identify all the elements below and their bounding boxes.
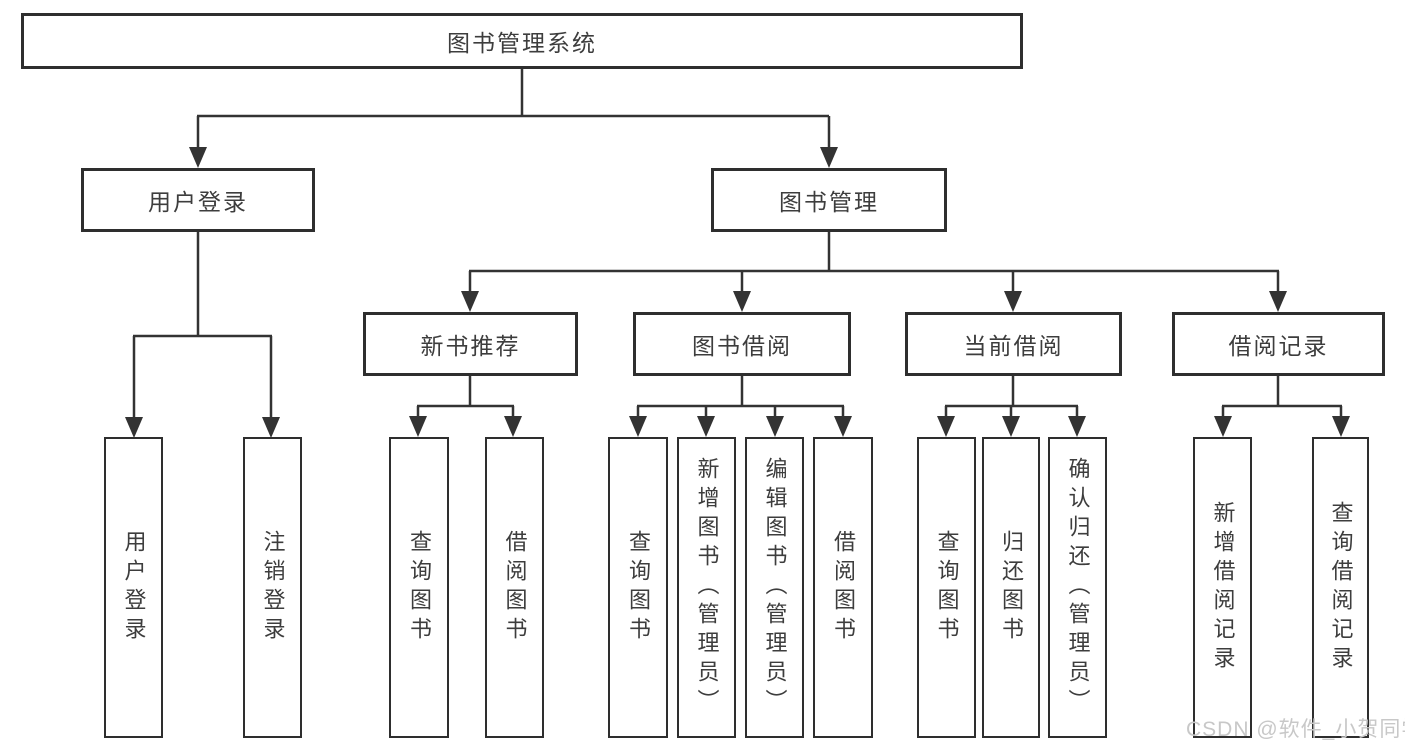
leaf-return-books: 归还图书: [982, 437, 1040, 738]
leaf-label: 查询借阅记录: [1328, 500, 1354, 675]
connector-borrowing-records-children: [1221, 376, 1343, 420]
node-label: 新书推荐: [420, 333, 521, 359]
leaf-query-borrow-record: 查询借阅记录: [1312, 437, 1369, 738]
node-user-login: 用户登录: [81, 168, 315, 232]
arrow-down-icon: [189, 147, 207, 168]
arrow-down-icon: [629, 416, 647, 437]
leaf-label: 编辑图书（管理员）: [762, 457, 788, 718]
connector-book-management-children: [468, 232, 1280, 294]
node-label: 借阅记录: [1228, 333, 1329, 359]
arrow-down-icon: [504, 416, 522, 437]
arrow-down-icon: [820, 147, 838, 168]
leaf-query-books-borrowing: 查询图书: [608, 437, 668, 738]
leaf-label: 新增借阅记录: [1210, 500, 1236, 675]
leaf-label: 新增图书（管理员）: [694, 457, 720, 718]
leaf-label: 借阅图书: [502, 529, 528, 646]
connector-current-borrowing-children: [944, 376, 1079, 420]
leaf-label: 查询图书: [934, 529, 960, 646]
leaf-label: 确认归还（管理员）: [1065, 457, 1091, 718]
leaf-edit-books-admin: 编辑图书（管理员）: [745, 437, 804, 738]
arrow-down-icon: [1002, 416, 1020, 437]
leaf-label: 归还图书: [999, 529, 1024, 646]
node-label: 图书管理系统: [447, 30, 597, 56]
arrow-down-icon: [733, 291, 751, 312]
arrow-down-icon: [937, 416, 955, 437]
leaf-add-borrow-record: 新增借阅记录: [1193, 437, 1252, 738]
connector-root-to-level2: [196, 69, 831, 150]
arrow-down-icon: [1004, 291, 1022, 312]
arrowhead-icons: [125, 147, 1350, 438]
leaf-borrow-books-borrowing: 借阅图书: [813, 437, 873, 738]
node-label: 用户登录: [148, 189, 248, 215]
leaf-query-books-recommend: 查询图书: [389, 437, 449, 738]
leaf-label: 查询图书: [407, 529, 432, 646]
leaf-add-books-admin: 新增图书（管理员）: [677, 437, 736, 738]
leaf-label: 借阅图书: [831, 529, 856, 646]
connector-book-borrowing-children: [636, 376, 845, 420]
node-borrowing-records: 借阅记录: [1172, 312, 1385, 376]
leaf-borrow-books-recommend: 借阅图书: [485, 437, 544, 738]
arrow-down-icon: [1068, 416, 1086, 437]
arrow-down-icon: [1332, 416, 1350, 437]
arrow-down-icon: [125, 417, 143, 438]
arrow-down-icon: [834, 416, 852, 437]
arrow-down-icon: [409, 416, 427, 437]
arrow-down-icon: [766, 416, 784, 437]
node-book-management: 图书管理: [711, 168, 947, 232]
arrow-down-icon: [1214, 416, 1232, 437]
leaf-label: 注销登录: [260, 529, 286, 646]
leaf-confirm-return-admin: 确认归还（管理员）: [1048, 437, 1107, 738]
node-label: 当前借阅: [963, 333, 1064, 359]
node-label: 图书借阅: [692, 333, 792, 359]
connector-new-book-children: [416, 376, 515, 420]
leaf-query-books-current: 查询图书: [917, 437, 976, 738]
node-book-borrowing: 图书借阅: [633, 312, 851, 376]
node-label: 图书管理: [779, 189, 879, 215]
node-new-book-recommendation: 新书推荐: [363, 312, 578, 376]
arrow-down-icon: [697, 416, 715, 437]
arrow-down-icon: [1269, 291, 1287, 312]
node-current-borrowing: 当前借阅: [905, 312, 1122, 376]
leaf-logout-login: 注销登录: [243, 437, 302, 738]
arrow-down-icon: [461, 291, 479, 312]
node-system-root: 图书管理系统: [21, 13, 1023, 69]
connector-user-login-children: [132, 232, 273, 420]
arrow-down-icon: [262, 417, 280, 438]
leaf-label: 用户登录: [121, 529, 147, 646]
csdn-watermark: CSDN @软件_小贺同学: [1186, 718, 1405, 741]
leaf-label: 查询图书: [626, 529, 651, 646]
leaf-user-login: 用户登录: [104, 437, 163, 738]
